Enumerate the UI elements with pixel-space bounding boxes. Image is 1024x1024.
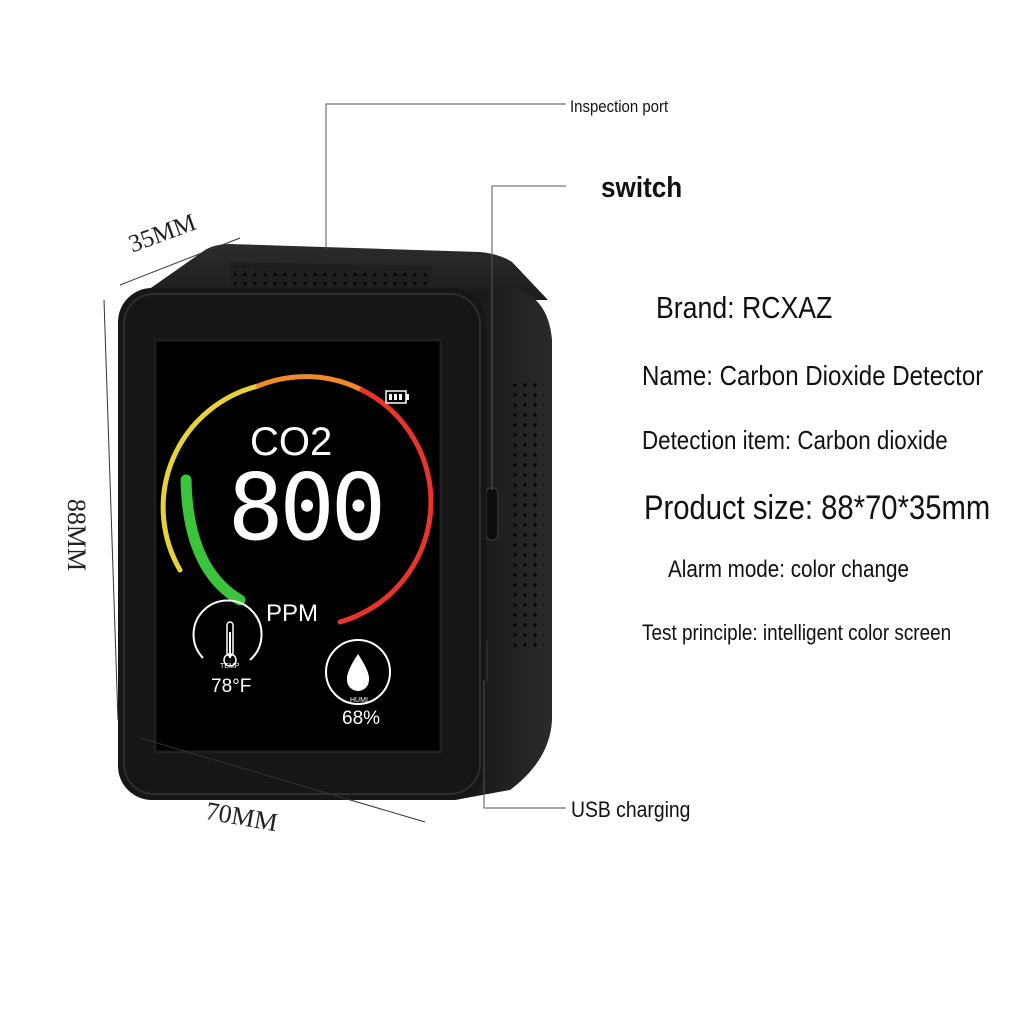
co2-gauge bbox=[160, 374, 434, 625]
spec-brand: Brand: RCXAZ bbox=[656, 290, 833, 325]
temp-value: 78°F bbox=[211, 676, 252, 697]
battery-full-icon bbox=[385, 390, 409, 404]
spec-alarm-mode: Alarm mode: color change bbox=[668, 556, 909, 583]
unit-label: PPM bbox=[266, 600, 319, 627]
temp-label: TEMP bbox=[220, 663, 240, 670]
water-drop-icon bbox=[346, 654, 370, 691]
height-dimension: 88MM bbox=[62, 498, 92, 572]
spec-name: Name: Carbon Dioxide Detector bbox=[642, 360, 984, 391]
dimension-lines bbox=[103, 237, 426, 823]
power-switch bbox=[485, 487, 499, 541]
spec-product-size: Product size: 88*70*35mm bbox=[644, 489, 991, 527]
switch-label: switch bbox=[601, 172, 683, 204]
usb-charging-label: USB charging bbox=[571, 797, 691, 822]
co2-reading: 800 bbox=[228, 454, 386, 561]
gauge-level-bar bbox=[180, 474, 246, 606]
spec-detection-item: Detection item: Carbon dioxide bbox=[642, 425, 948, 455]
inspection-port-label: Inspection port bbox=[570, 97, 669, 116]
spec-test-principle: Test principle: intelligent color screen bbox=[642, 620, 952, 645]
temperature-widget bbox=[192, 599, 263, 667]
humi-label: HUMI bbox=[350, 697, 368, 704]
gas-label: CO2 bbox=[250, 420, 333, 464]
callout-lines bbox=[325, 103, 566, 809]
humi-value: 68% bbox=[342, 708, 381, 729]
thermometer-icon bbox=[223, 621, 237, 667]
humidity-widget bbox=[325, 639, 391, 705]
